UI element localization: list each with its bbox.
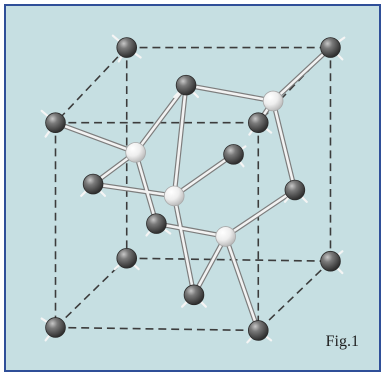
light-atom [163,185,185,207]
dark-atom [82,173,104,195]
dark-atom [223,144,244,165]
dark-atom [116,37,138,58]
light-atom [125,142,146,163]
bond [134,151,158,225]
dark-atom [247,320,269,341]
light-atom [215,226,236,247]
dark-atom [320,250,341,272]
bond [172,153,235,198]
dark-atoms [45,37,341,341]
bond [54,121,137,154]
dark-atom [284,179,306,201]
crystal-lattice-diagram [6,6,379,370]
light-atom [262,90,284,112]
light-atoms [125,90,284,247]
bond [155,222,227,238]
dark-atom [146,213,167,234]
cube-edge [54,46,128,124]
figure-label: Fig.1 [325,333,359,350]
dark-atom [183,284,205,306]
dark-atom [247,112,269,134]
cube-edge [257,260,332,332]
bond [271,46,332,103]
dark-atom [116,247,138,269]
bond [192,235,227,297]
dark-atom [320,37,341,58]
bond [224,235,260,332]
dark-atom [45,112,66,134]
cube-edge [126,257,331,262]
bond [172,194,196,297]
bond [91,182,176,198]
diagram-background [6,6,379,370]
dark-atom [175,74,197,96]
bond [184,83,275,103]
bond [224,188,297,238]
bond [172,83,188,198]
figure-panel: Fig.1 [4,4,381,372]
bond [134,83,188,154]
dark-atom [45,317,66,338]
bond [271,99,297,192]
cube-edge [55,326,259,332]
